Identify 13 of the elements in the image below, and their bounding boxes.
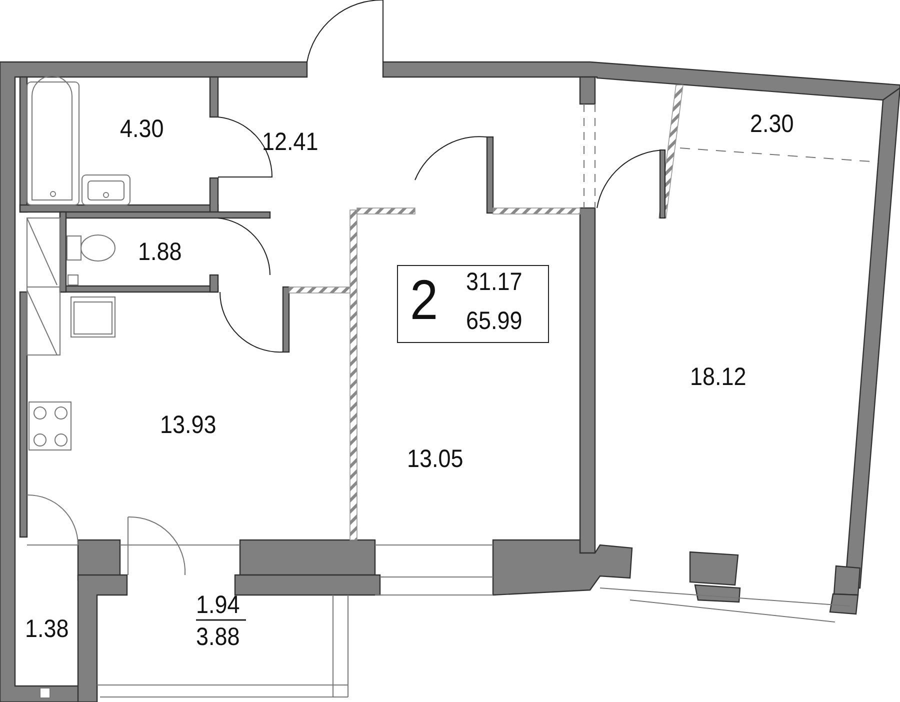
room-area: 1.88 <box>138 240 182 265</box>
room-area: 18.12 <box>690 365 746 390</box>
room-area: 3.88 <box>196 625 240 650</box>
room-area: 2.30 <box>750 112 794 137</box>
room-area: 13.93 <box>160 413 216 438</box>
room-area: 1.94 <box>196 593 240 618</box>
room-area: 13.05 <box>407 447 464 472</box>
area-value: 65.99 <box>466 309 522 334</box>
room-area: 4.30 <box>120 117 164 142</box>
room-area: 12.41 <box>262 130 318 155</box>
room-area: 1.38 <box>25 617 69 642</box>
area-value: 31.17 <box>466 270 522 295</box>
room-count: 2 <box>410 272 438 328</box>
